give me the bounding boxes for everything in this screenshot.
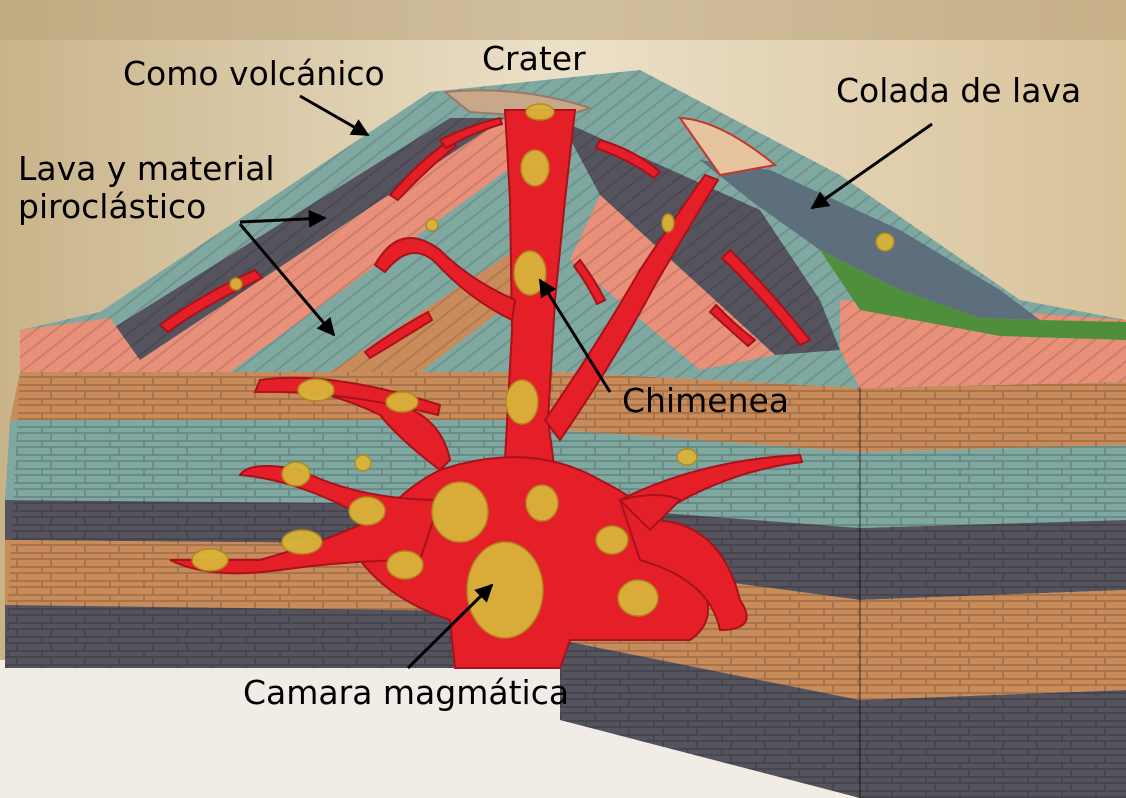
arrow-colada <box>810 122 933 210</box>
shelf-top <box>0 0 1126 40</box>
arrow-chimenea <box>538 278 612 393</box>
arrow-camara <box>406 583 494 670</box>
label-lava-line2: piroclástico <box>18 186 207 226</box>
magma-spots <box>191 103 895 639</box>
label-crater: Crater <box>482 39 586 78</box>
label-chimenea: Chimenea <box>622 381 790 420</box>
arrow-cono <box>299 94 370 137</box>
crater-rim-secondary <box>678 116 778 177</box>
arrow-lava-1 <box>239 209 327 228</box>
label-cono-volcanico: Como volcánico <box>123 54 385 93</box>
lava-flow <box>700 160 1126 340</box>
arrow-lava-2 <box>238 223 336 337</box>
label-camara-magmatica: Camara magmática <box>243 673 570 712</box>
label-colada-lava: Colada de lava <box>836 71 1082 110</box>
label-lava-line1: Lava y material <box>18 149 275 188</box>
pointer-arrows <box>238 94 933 670</box>
label-lava-material: Lava y material piroclástico <box>18 150 275 226</box>
